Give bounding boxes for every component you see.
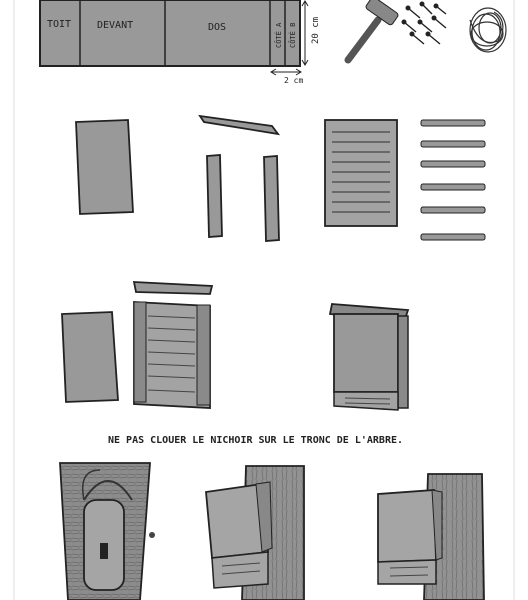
label-dos: DOS bbox=[208, 22, 226, 33]
front-panel-assembly bbox=[61, 311, 119, 403]
back-panel-grooved bbox=[324, 119, 398, 227]
warning-text: NE PAS CLOUER LE NICHOIR SUR LE TRONC DE… bbox=[108, 435, 403, 446]
dim-thickness: 2 cm bbox=[284, 76, 303, 85]
front-panel bbox=[75, 119, 134, 215]
mount-on-trunk-1 bbox=[205, 465, 305, 600]
side-piece-a bbox=[206, 154, 223, 238]
label-devant: DEVANT bbox=[97, 20, 133, 31]
roof-piece bbox=[198, 114, 281, 136]
back-with-sides bbox=[133, 301, 211, 409]
step-cut-parts bbox=[75, 114, 486, 242]
wire-coil-icon bbox=[469, 7, 507, 53]
mount-with-wire bbox=[59, 462, 155, 600]
mount-on-trunk-2 bbox=[377, 473, 485, 600]
laths bbox=[420, 119, 486, 241]
dim-height: 20 cm bbox=[311, 17, 321, 44]
side-piece-b bbox=[263, 155, 280, 242]
step-assembly bbox=[61, 281, 410, 411]
nails-icon bbox=[401, 1, 447, 45]
label-cote-b: CÔTÉ B bbox=[288, 23, 297, 48]
label-toit: TOIT bbox=[47, 19, 71, 30]
roof-assembly bbox=[132, 281, 214, 295]
finished-box bbox=[328, 303, 410, 411]
hammer-icon bbox=[344, 0, 399, 64]
plank-cut-diagram: TOIT DEVANT DOS CÔTÉ A CÔTÉ B 20 cm 2 cm bbox=[39, 0, 321, 85]
label-cote-a: CÔTÉ A bbox=[274, 22, 283, 48]
